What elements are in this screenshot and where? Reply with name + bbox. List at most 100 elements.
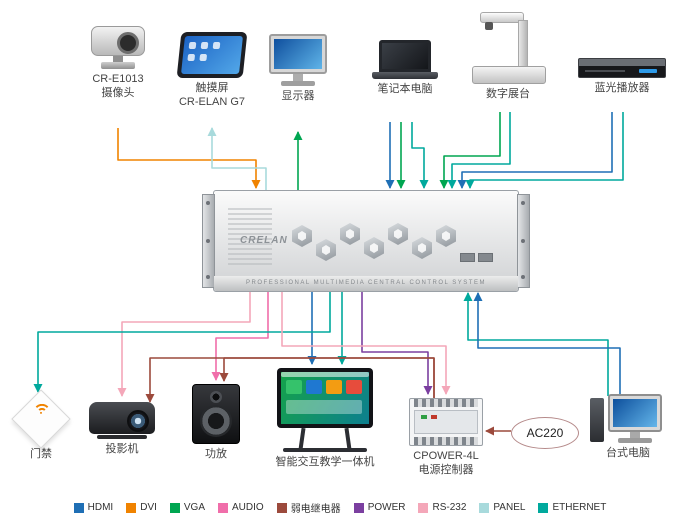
brand-logo: CRELAN (240, 235, 288, 246)
connection-line (439, 112, 501, 189)
pc-monitor (608, 394, 662, 432)
connection-line (207, 127, 267, 190)
monitor-stand (293, 74, 303, 81)
legend-item-audio: AUDIO (218, 502, 264, 513)
ptz-camera-icon (78, 26, 158, 69)
projector-icon (80, 402, 164, 439)
app-tile-icon (187, 54, 196, 61)
legend-item-power: POWER (353, 502, 405, 513)
legend-label: AUDIO (232, 502, 264, 513)
screw-icon (521, 275, 525, 279)
screen-tile-icon (286, 380, 302, 394)
screw-icon (206, 201, 210, 205)
pc-monitor-stand (630, 432, 640, 438)
pc-tower (590, 398, 604, 442)
interactive-board-icon (270, 368, 380, 452)
board-foot (283, 448, 367, 452)
audio-swatch-icon (218, 502, 229, 513)
connection-line (117, 128, 261, 189)
projector-feet (97, 435, 147, 439)
pc-monitor-base (618, 438, 652, 443)
rack-ear-left (202, 194, 215, 288)
laptop-icon (365, 40, 445, 79)
desktop-pc-icon (588, 394, 668, 443)
led-icon (421, 415, 427, 419)
app-tile-icon (200, 42, 209, 49)
camera-lens (117, 32, 139, 54)
projector-body (89, 402, 155, 434)
screen-tile-icon (306, 380, 322, 394)
laptop-display (382, 43, 428, 69)
disc-tray (585, 70, 625, 72)
connection-line (463, 292, 609, 396)
front-panel-band: PROFESSIONAL MULTIMEDIA CENTRAL CONTROL … (214, 276, 518, 291)
monitor-frame (269, 34, 327, 74)
usb-port-icon (460, 253, 475, 262)
connection-line (465, 112, 624, 189)
legend-item-vga: VGA (169, 502, 206, 513)
device-access-control: 门禁 (6, 389, 76, 462)
tweeter-icon (210, 391, 222, 403)
wifi-icon (33, 403, 51, 422)
vga-swatch-icon (169, 502, 180, 513)
device-amplifier: 功放 (181, 384, 251, 462)
connection-line (457, 112, 613, 189)
controller-box (409, 398, 483, 446)
device-monitor: 显示器 (258, 34, 338, 104)
legend-label: VGA (183, 502, 206, 513)
amplifier-icon (181, 384, 251, 444)
laptop-keyboard (372, 72, 438, 79)
device-label: 台式电脑 (606, 447, 650, 459)
terminal-strip (414, 399, 478, 407)
hexagon-feature-icon (364, 237, 384, 259)
screw-icon (206, 275, 210, 279)
power-swatch-icon (353, 502, 364, 513)
monitor-screen (274, 39, 322, 69)
legend-item-relay: 弱电继电器 (276, 500, 341, 515)
controller-faceplate (414, 410, 478, 434)
device-projector: 投影机 (80, 402, 164, 457)
hexagon-feature-icon (436, 225, 456, 247)
presenter-column (518, 20, 528, 68)
device-label: 蓝光播放器 (594, 82, 650, 94)
monitor-base (281, 81, 315, 86)
usb-port-icon (478, 253, 493, 262)
panel-swatch-icon (479, 502, 490, 513)
bluray-display (639, 69, 657, 73)
camera-body (91, 26, 145, 56)
access-control-icon (11, 389, 71, 449)
legend: HDMI DVI VGA AUDIO 弱电继电器 POWER RS-232 PA… (0, 500, 680, 515)
speaker-cabinet (192, 384, 240, 444)
hdmi-swatch-icon (73, 502, 84, 513)
device-label: 显示器 (281, 90, 315, 102)
app-tile-icon (188, 42, 197, 49)
legend-item-rs232: RS-232 (418, 502, 466, 513)
woofer-icon (200, 405, 232, 437)
screw-icon (521, 201, 525, 205)
device-label: 投影机 (105, 443, 139, 455)
screen-tile-icon (346, 380, 362, 394)
device-label: 笔记本电脑 (377, 83, 433, 95)
bluray-body (578, 58, 666, 78)
screw-icon (521, 239, 525, 243)
app-tile-icon (212, 42, 221, 49)
device-desktop: 台式电脑 (588, 394, 668, 461)
legend-label: DVI (140, 502, 157, 513)
device-label: 智能交互教学一体机 (275, 456, 375, 468)
legend-item-hdmi: HDMI (73, 502, 114, 513)
legend-label: HDMI (87, 502, 114, 513)
presenter-camera (485, 22, 493, 30)
power-controller-icon (402, 398, 490, 446)
connection-line (211, 290, 269, 381)
central-control-unit: CRELAN PROFESSIONAL MULTIMEDIA CENTRAL C… (202, 190, 530, 292)
touch-panel-icon (167, 32, 257, 78)
hexagon-feature-icon (388, 223, 408, 245)
camera-base (101, 62, 135, 69)
connection-line (447, 112, 511, 189)
hexagon-feature-icon (340, 223, 360, 245)
